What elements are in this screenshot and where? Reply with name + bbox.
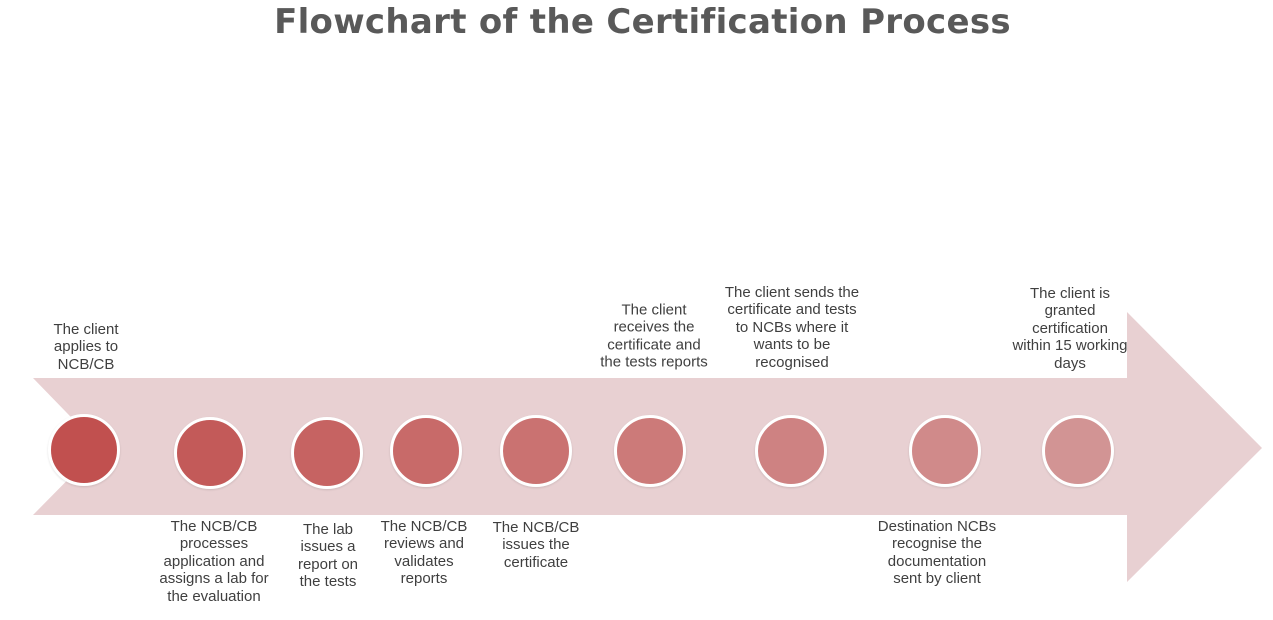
step-label-8: Destination NCBs recognise the documenta… — [877, 518, 997, 588]
step-node-8 — [909, 415, 981, 487]
step-node-5 — [500, 415, 572, 487]
step-node-6 — [614, 415, 686, 487]
step-label-6: The client receives the certificate and … — [600, 301, 708, 371]
step-label-3: The lab issues a report on the tests — [297, 521, 359, 591]
step-label-7: The client sends the certificate and tes… — [724, 283, 860, 371]
step-label-1: The client applies to NCB/CB — [53, 320, 119, 373]
step-node-9 — [1042, 415, 1114, 487]
step-node-4 — [390, 415, 462, 487]
page-title: Flowchart of the Certification Process — [274, 2, 1011, 42]
step-node-1 — [48, 414, 120, 486]
step-label-2: The NCB/CB processes application and ass… — [159, 518, 269, 605]
step-node-3 — [291, 417, 363, 489]
step-label-5: The NCB/CB issues the certificate — [492, 519, 580, 571]
step-label-9: The client is granted certification with… — [1012, 284, 1128, 372]
step-node-7 — [755, 415, 827, 487]
step-label-4: The NCB/CB reviews and validates reports — [380, 518, 468, 588]
step-node-2 — [174, 417, 246, 489]
